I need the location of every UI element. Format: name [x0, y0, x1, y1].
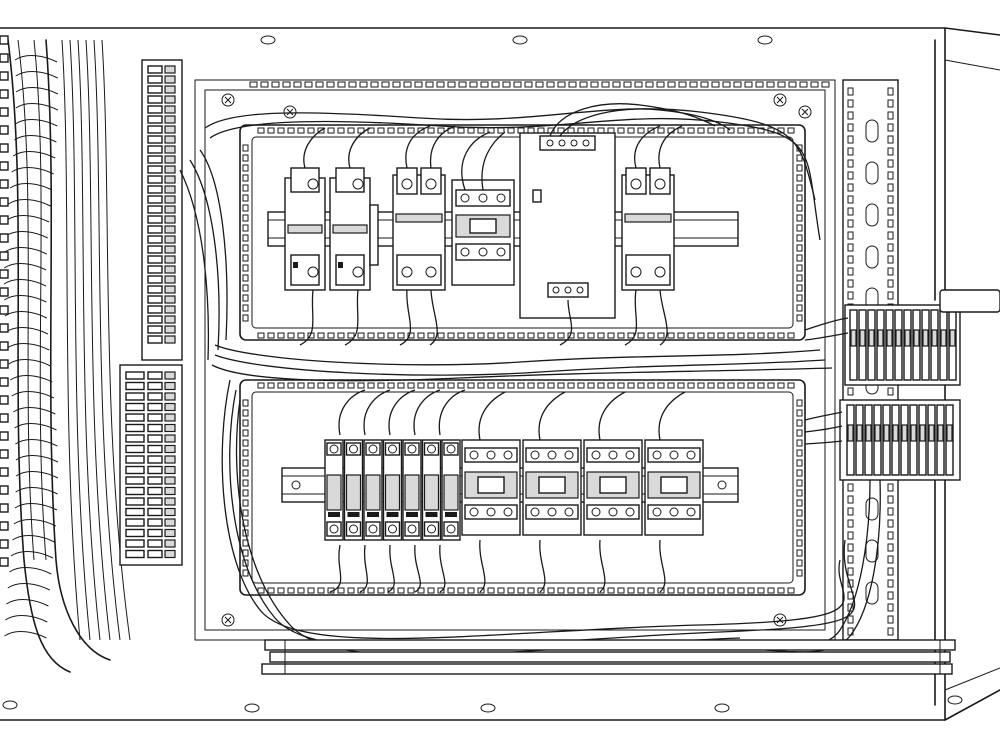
- enclosure-mounting-holes: [2, 35, 963, 713]
- lower-breaker-4: [382, 439, 403, 541]
- lower-breaker-3: [363, 439, 383, 541]
- upper-devices: [284, 132, 675, 319]
- mounting-plate: [194, 79, 836, 641]
- circuit-breaker-1: [284, 167, 326, 291]
- lower-contactor-4: [644, 439, 704, 536]
- lower-wire-duct: [239, 379, 806, 596]
- contactor-upper: [451, 179, 515, 286]
- circuit-breaker-4: [621, 167, 675, 291]
- lower-breaker-5: [402, 439, 422, 541]
- left-terminal-strip: [119, 59, 183, 566]
- power-supply-unit: [519, 132, 616, 319]
- far-left-terminal-row: [0, 35, 9, 567]
- lower-breaker-7: [441, 439, 461, 541]
- right-terminal-blocks: [839, 289, 1000, 481]
- plate-screws: [221, 93, 812, 627]
- lower-breaker-2: [343, 439, 364, 541]
- lower-breaker-bank: [324, 439, 461, 541]
- lower-contactor-2: [522, 439, 582, 536]
- circuit-breaker-2: [329, 167, 379, 291]
- lower-contactor-3: [583, 439, 643, 536]
- left-cable-loom: [3, 39, 111, 673]
- lower-contactor-1: [461, 439, 521, 536]
- lower-breaker-6: [421, 439, 442, 541]
- circuit-breaker-3: [392, 167, 446, 291]
- lower-contactor-bank: [461, 439, 704, 536]
- bottom-cable-bundle: [261, 639, 956, 675]
- lower-breaker-1: [324, 439, 344, 541]
- plate-top-holes: [249, 81, 830, 88]
